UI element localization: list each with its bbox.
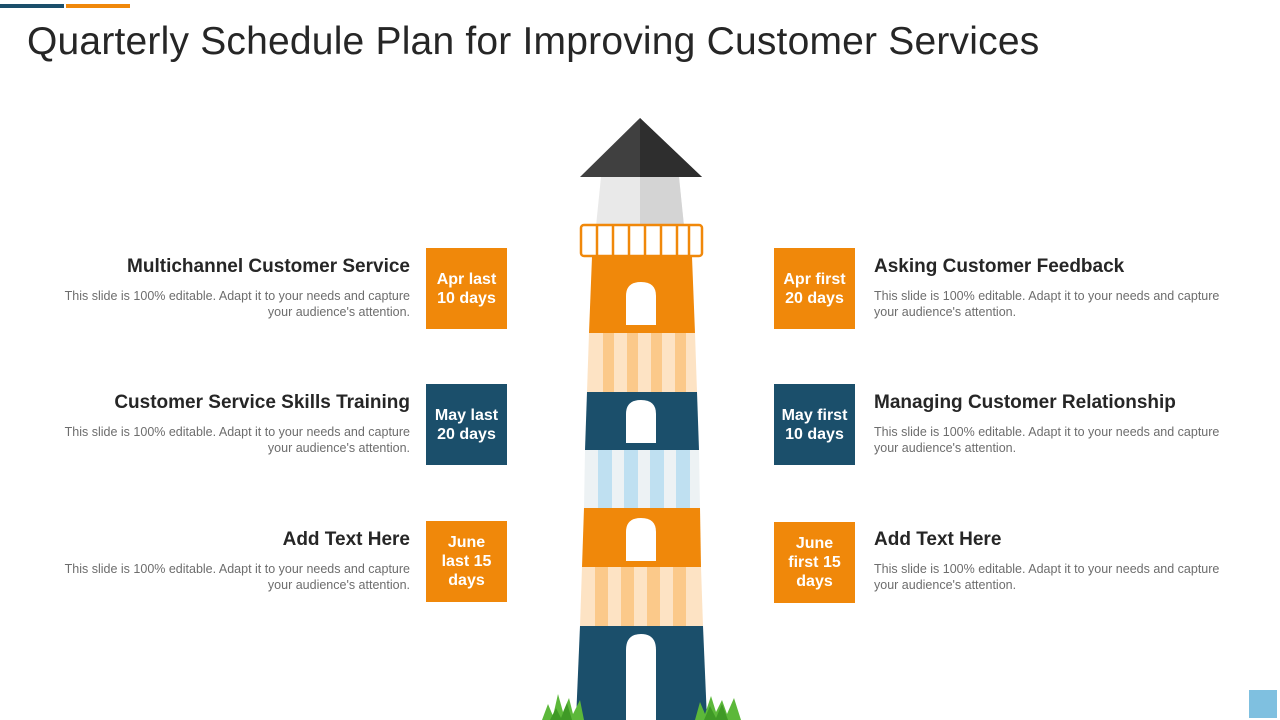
lighthouse-window-1 [626, 282, 656, 325]
tag-left-2: May last 20 days [426, 384, 507, 465]
right-item-1: Asking Customer Feedback This slide is 1… [874, 256, 1244, 320]
lighthouse-stripe-blue [584, 450, 700, 508]
lighthouse-window-3 [626, 518, 656, 561]
grass-left [542, 694, 584, 720]
right-item-3: Add Text Here This slide is 100% editabl… [874, 529, 1244, 593]
tag-right-2: May first 10 days [774, 384, 855, 465]
lighthouse-railing [579, 223, 704, 258]
left-item-2: Customer Service Skills Training This sl… [40, 392, 410, 456]
left-item-3: Add Text Here This slide is 100% editabl… [40, 529, 410, 593]
item-heading: Add Text Here [874, 529, 1002, 550]
item-heading: Customer Service Skills Training [114, 392, 410, 413]
right-item-2: Managing Customer Relationship This slid… [874, 392, 1244, 456]
item-heading: Asking Customer Feedback [874, 256, 1125, 277]
lighthouse-window-2 [626, 400, 656, 443]
accent-bar-dark [0, 4, 64, 8]
page-title: Quarterly Schedule Plan for Improving Cu… [27, 20, 1040, 63]
item-description: This slide is 100% editable. Adapt it to… [874, 425, 1220, 455]
item-heading: Multichannel Customer Service [127, 256, 410, 277]
tag-right-1: Apr first 20 days [774, 248, 855, 329]
lighthouse-roof-shade [640, 118, 702, 177]
item-description: This slide is 100% editable. Adapt it to… [64, 562, 410, 592]
tag-right-3: June first 15 days [774, 522, 855, 603]
lighthouse-door [626, 634, 656, 720]
item-description: This slide is 100% editable. Adapt it to… [64, 425, 410, 455]
item-heading: Managing Customer Relationship [874, 392, 1176, 413]
corner-decoration [1249, 690, 1277, 718]
lighthouse-stripe-peach-1 [587, 333, 697, 392]
item-description: This slide is 100% editable. Adapt it to… [64, 289, 410, 319]
tag-left-1: Apr last 10 days [426, 248, 507, 329]
item-description: This slide is 100% editable. Adapt it to… [874, 562, 1220, 592]
item-heading: Add Text Here [282, 529, 410, 550]
item-description: This slide is 100% editable. Adapt it to… [874, 289, 1220, 319]
left-item-1: Multichannel Customer Service This slide… [40, 256, 410, 320]
tag-left-3: June last 15 days [426, 521, 507, 602]
lighthouse-stripe-peach-2 [580, 567, 703, 626]
accent-bar-orange [66, 4, 130, 8]
grass-right [695, 696, 741, 720]
